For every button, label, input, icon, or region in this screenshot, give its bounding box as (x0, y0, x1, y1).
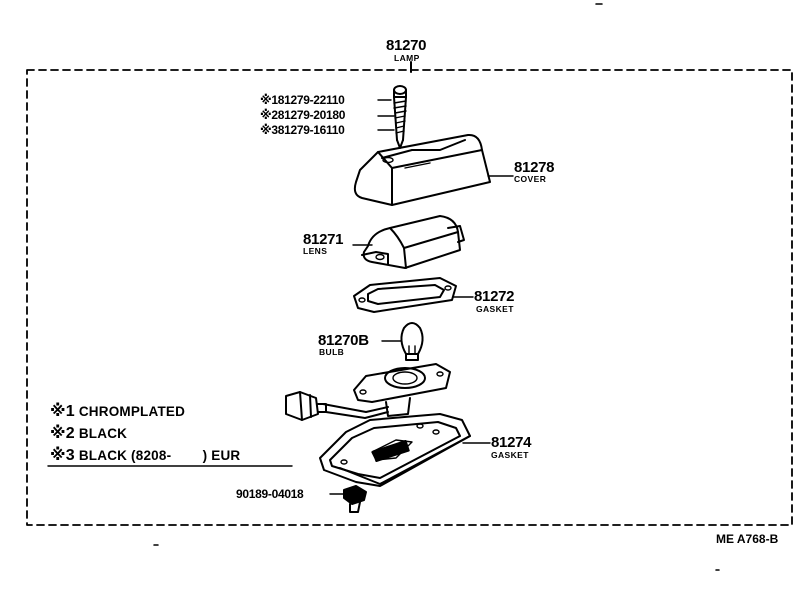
gasket-lower-drawing (319, 413, 471, 487)
bulb-part-number: 81270B (318, 332, 369, 349)
screw-variant-3: ※381279-16110 (260, 123, 345, 137)
legend-text-3: BLACK (8208- ) EUR (78, 448, 241, 463)
screw-leader (377, 99, 395, 131)
cover-part-name: COVER (514, 174, 547, 184)
bulb-drawing (400, 322, 424, 361)
lens-drawing (361, 215, 465, 269)
legend-text-2: BLACK (78, 426, 128, 441)
assembly-boundary (26, 69, 793, 526)
cover-part-number: 81278 (514, 159, 555, 176)
lens-part-name: LENS (303, 246, 328, 256)
bulb-part-name: BULB (319, 347, 345, 357)
legend-mark-2: ※2 (50, 425, 75, 442)
cover-drawing (353, 133, 491, 206)
legend-mark-1: ※1 (50, 403, 75, 420)
gasket-upper-part-number: 81272 (474, 288, 515, 305)
screw-drawing (393, 85, 407, 149)
figure-reference: ME A768-B (716, 532, 779, 546)
socket-drawing (322, 363, 451, 419)
gasket-lower-part-number: 81274 (491, 434, 532, 451)
legend-mark-3: ※3 (50, 447, 75, 464)
clip-drawing (343, 485, 367, 513)
gasket-upper-part-name: GASKET (476, 304, 514, 314)
clip-part-number: 90189-04018 (236, 487, 304, 501)
assembly-part-number: 81270 (386, 37, 427, 54)
gasket-upper-drawing (353, 277, 457, 313)
connector-drawing (285, 391, 327, 421)
assembly-part-name: LAMP (394, 53, 420, 63)
screw-variant-2: ※281279-20180 (260, 108, 346, 122)
legend-text-1: CHROMPLATED (78, 404, 186, 419)
screw-variant-1: ※181279-22110 (260, 93, 345, 107)
lens-part-number: 81271 (303, 231, 344, 248)
gasket-lower-part-name: GASKET (491, 450, 529, 460)
